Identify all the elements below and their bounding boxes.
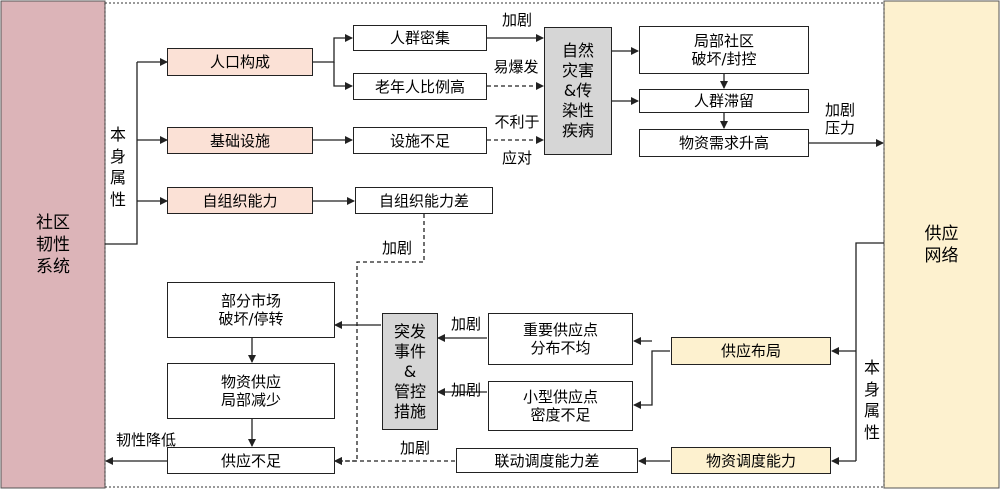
factor-supply-layout: 供应布局 <box>671 337 831 365</box>
bottom-side-label: 本 身 属 性 <box>863 358 880 442</box>
factor-dispatch: 物资调度能力 <box>671 447 831 474</box>
issue-elderly: 老年人比例高 <box>353 73 487 100</box>
issue-linkage: 联动调度能力差 <box>456 448 638 473</box>
factor-self-organization: 自组织能力 <box>167 187 313 214</box>
edge-network-trunk <box>855 242 884 461</box>
edge-label-respond: 应对 <box>501 149 532 167</box>
issue-self-org: 自组织能力差 <box>355 187 493 214</box>
top-side-label: 本 身 属 性 <box>109 125 126 209</box>
effect-stranded: 人群滞留 <box>639 89 809 113</box>
effect-supply-short: 供应不足 <box>167 447 335 474</box>
edge-system-trunk <box>105 62 138 245</box>
dotted-frame <box>104 2 885 488</box>
hazard-node: 自然 灾害 &传 染性 疾病 <box>544 27 612 155</box>
edge-label-resilience-down: 韧性降低 <box>115 431 176 449</box>
issue-density: 小型供应点 密度不足 <box>488 381 633 431</box>
issue-crowded: 人群密集 <box>353 25 487 51</box>
edge-label-pressure: 加剧 压力 <box>824 101 855 137</box>
edge-layout-branch <box>633 350 670 409</box>
left-panel-label: 社区 韧性 系统 <box>36 212 70 278</box>
right-panel-label: 供应 网络 <box>924 223 959 266</box>
edge-population-elderly <box>333 62 353 90</box>
issue-uneven: 重要供应点 分布不均 <box>488 313 633 365</box>
edge-label-aggravate-2: 加剧 <box>450 381 481 399</box>
issue-facility: 设施不足 <box>353 127 487 154</box>
effect-demand: 物资需求升高 <box>639 129 809 157</box>
right-panel-bg <box>883 0 1000 489</box>
edge-label-aggravate-3: 加剧 <box>399 439 430 457</box>
factor-infrastructure: 基础设施 <box>167 127 313 154</box>
edge-label-explosive: 易爆发 <box>493 58 539 76</box>
effect-damage: 局部社区 破坏/封控 <box>639 26 809 74</box>
edge-label-aggravate-down: 加剧 <box>381 239 412 257</box>
event-node: 突发 事件 & 管控 措施 <box>382 313 438 430</box>
effect-supply-drop: 物资供应 局部减少 <box>167 363 335 419</box>
factor-population: 人口构成 <box>167 48 313 76</box>
edge-label-aggravate: 加剧 <box>501 11 532 29</box>
edge-label-aggravate-1: 加剧 <box>450 315 481 333</box>
edge-label-hinder: 不利于 <box>494 113 540 131</box>
edge-population-branch <box>313 34 353 63</box>
edge-selforg-down <box>334 214 425 465</box>
effect-market: 部分市场 破坏/停转 <box>167 282 335 338</box>
left-panel-bg <box>0 0 106 489</box>
